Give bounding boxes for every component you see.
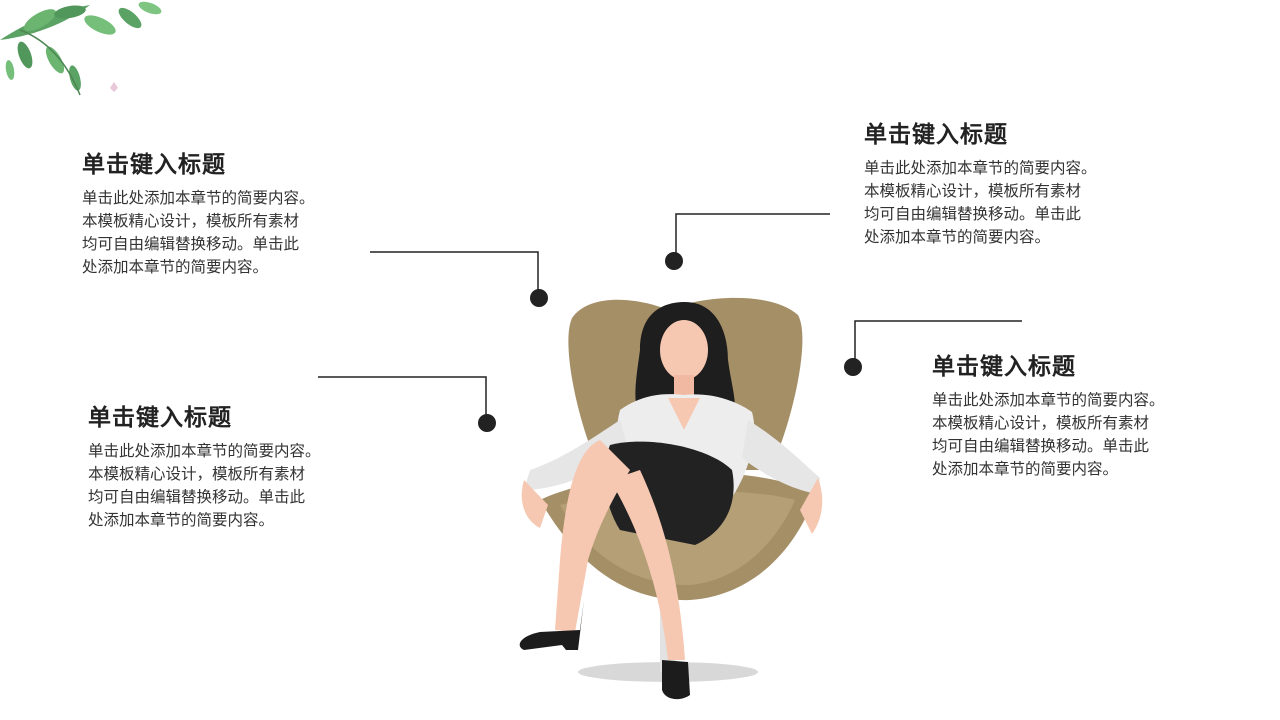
connector-dot — [844, 358, 862, 376]
text-block-bottom-right: 单击键入标题 单击此处添加本章节的简要内容。 本模板精心设计，模板所有素材 均可… — [932, 347, 1217, 481]
block-body[interactable]: 单击此处添加本章节的简要内容。 本模板精心设计，模板所有素材 均可自由编辑替换移… — [864, 159, 1097, 246]
block-title[interactable]: 单击键入标题 — [82, 152, 226, 178]
block-body[interactable]: 单击此处添加本章节的简要内容。 本模板精心设计，模板所有素材 均可自由编辑替换移… — [82, 189, 315, 276]
block-title[interactable]: 单击键入标题 — [88, 405, 232, 431]
block-title[interactable]: 单击键入标题 — [864, 122, 1008, 148]
block-body[interactable]: 单击此处添加本章节的简要内容。 本模板精心设计，模板所有素材 均可自由编辑替换移… — [88, 442, 321, 529]
connector-dot — [665, 252, 683, 270]
connector-dot — [530, 289, 548, 307]
leaf-decoration-icon — [0, 1, 162, 96]
text-block-top-right: 单击键入标题 单击此处添加本章节的简要内容。 本模板精心设计，模板所有素材 均可… — [864, 115, 1149, 249]
text-block-top-left: 单击键入标题 单击此处添加本章节的简要内容。 本模板精心设计，模板所有素材 均可… — [82, 145, 362, 279]
connector-dot — [478, 414, 496, 432]
block-body[interactable]: 单击此处添加本章节的简要内容。 本模板精心设计，模板所有素材 均可自由编辑替换移… — [932, 391, 1165, 478]
text-block-bottom-left: 单击键入标题 单击此处添加本章节的简要内容。 本模板精心设计，模板所有素材 均可… — [88, 398, 368, 532]
block-title[interactable]: 单击键入标题 — [932, 354, 1076, 380]
